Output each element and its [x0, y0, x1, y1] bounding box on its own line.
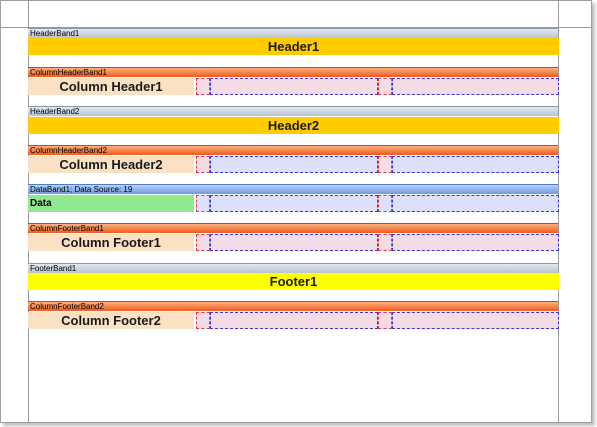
data-row: Data: [28, 195, 559, 212]
column-header-band-1-title[interactable]: ColumnHeaderBand1: [28, 67, 558, 77]
column-footer-2-cell-c[interactable]: [378, 312, 392, 329]
column-header-1-cell-b[interactable]: [210, 78, 378, 95]
column-footer-2-cell-a[interactable]: [196, 312, 210, 329]
column-header-band-2-title[interactable]: ColumnHeaderBand2: [28, 145, 558, 155]
column-footer-2-row: Column Footer2: [28, 312, 559, 329]
column-footer-1-cell-a[interactable]: [196, 234, 210, 251]
footer-1-text[interactable]: Footer1: [28, 273, 559, 290]
data-band-1-title[interactable]: DataBand1; Data Source: 19: [28, 184, 558, 194]
header-2-text[interactable]: Header2: [28, 117, 559, 134]
column-footer-1-cell-d[interactable]: [392, 234, 559, 251]
data-cell-d[interactable]: [392, 195, 559, 212]
column-footer-band-1-title[interactable]: ColumnFooterBand1: [28, 223, 558, 233]
column-header-1-cell-d[interactable]: [392, 78, 559, 95]
column-header-2-text[interactable]: Column Header2: [28, 156, 194, 173]
column-header-2-cell-b[interactable]: [210, 156, 378, 173]
column-header-2-cell-c[interactable]: [378, 156, 392, 173]
column-footer-band-2-title[interactable]: ColumnFooterBand2: [28, 301, 558, 311]
column-footer-1-text[interactable]: Column Footer1: [28, 234, 194, 251]
column-header-2-row: Column Header2: [28, 156, 559, 173]
data-text[interactable]: Data: [28, 195, 194, 212]
column-header-1-cell-a[interactable]: [196, 78, 210, 95]
footer-band-1-title[interactable]: FooterBand1: [28, 263, 558, 273]
data-cell-b[interactable]: [210, 195, 378, 212]
column-header-1-row: Column Header1: [28, 78, 559, 95]
data-cell-c[interactable]: [378, 195, 392, 212]
header-band-1-title[interactable]: HeaderBand1: [28, 28, 558, 38]
data-cell-a[interactable]: [196, 195, 210, 212]
column-footer-1-cell-b[interactable]: [210, 234, 378, 251]
column-footer-2-text[interactable]: Column Footer2: [28, 312, 194, 329]
header-band-2-title[interactable]: HeaderBand2: [28, 106, 558, 116]
column-footer-2-cell-d[interactable]: [392, 312, 559, 329]
header-1-text[interactable]: Header1: [28, 38, 559, 55]
top-margin-line: [1, 27, 591, 28]
column-footer-2-cell-b[interactable]: [210, 312, 378, 329]
column-header-1-text[interactable]: Column Header1: [28, 78, 194, 95]
column-footer-1-cell-c[interactable]: [378, 234, 392, 251]
column-header-1-cell-c[interactable]: [378, 78, 392, 95]
column-footer-1-row: Column Footer1: [28, 234, 559, 251]
column-header-2-cell-d[interactable]: [392, 156, 559, 173]
column-header-2-cell-a[interactable]: [196, 156, 210, 173]
